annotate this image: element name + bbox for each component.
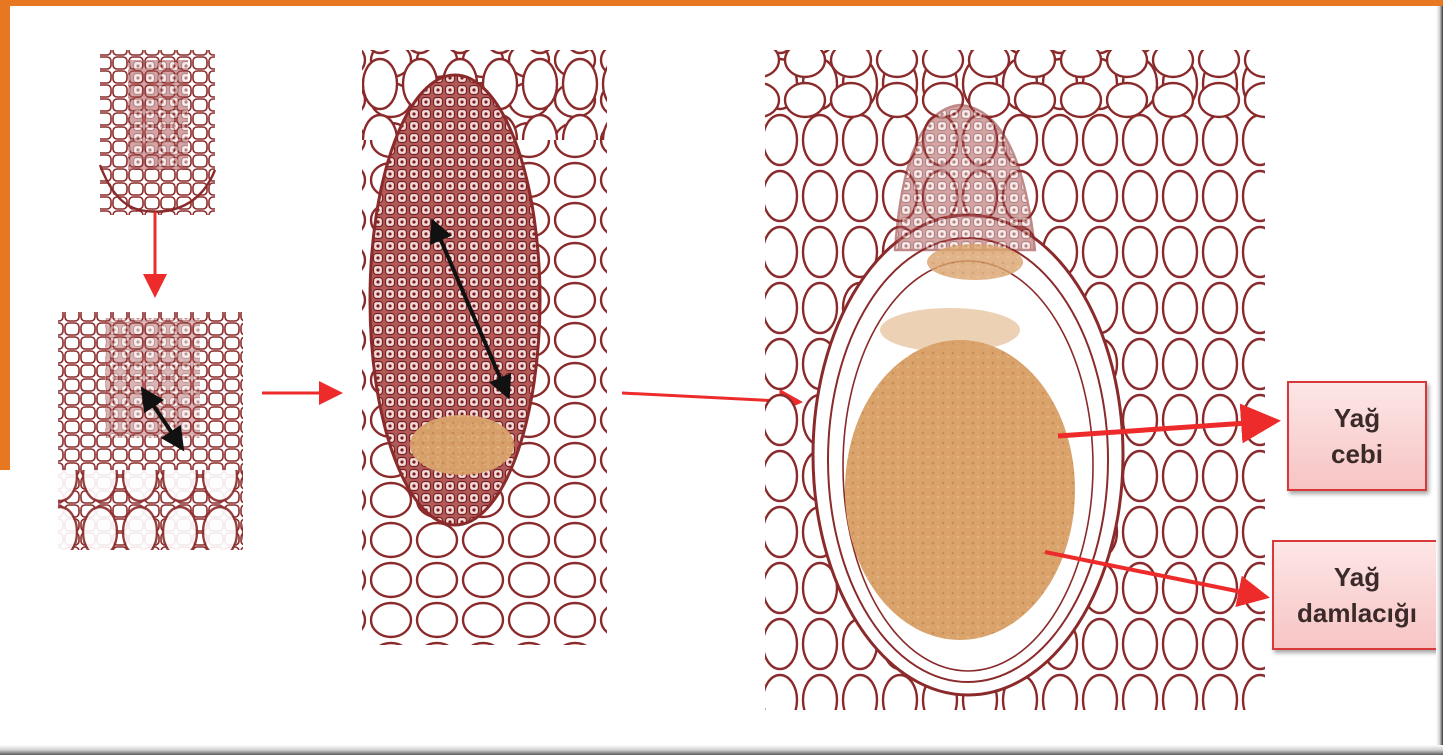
label-oil-pocket-line1: Yağ	[1334, 400, 1380, 436]
slide-bottom-edge-shadow	[0, 745, 1443, 755]
stage-2-tissue	[58, 312, 243, 550]
label-oil-pocket-line2: cebi	[1331, 436, 1383, 472]
stage-4-tissue	[765, 50, 1265, 710]
label-oil-droplet-line1: Yağ	[1334, 559, 1380, 595]
slide-right-edge-shadow	[1436, 6, 1443, 755]
label-oil-droplet-line2: damlacığı	[1297, 595, 1417, 631]
label-oil-droplet: Yağ damlacığı	[1272, 540, 1442, 650]
stage-4-oil-droplet	[845, 340, 1075, 640]
stage-3-oil-droplet	[410, 415, 514, 475]
stage-3-tissue	[362, 50, 607, 645]
label-oil-pocket: Yağ cebi	[1287, 381, 1427, 491]
stage-1-tissue	[100, 50, 215, 215]
